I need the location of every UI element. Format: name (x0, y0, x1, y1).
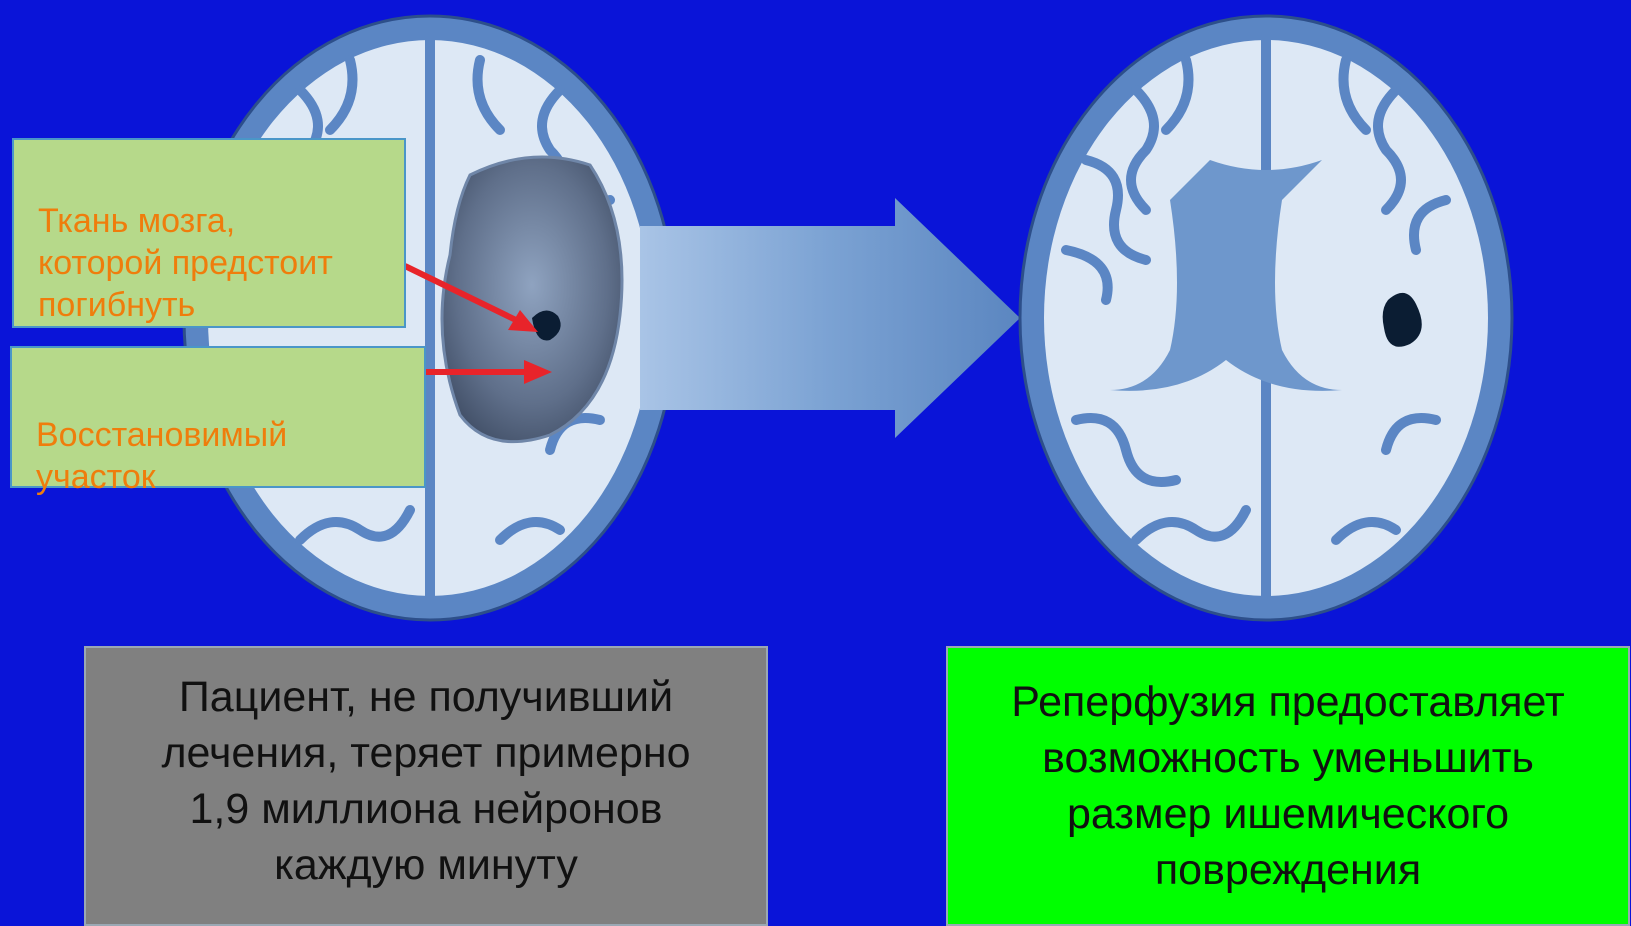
doomed-tissue-text: Ткань мозга, которой предстоит погибнуть (38, 202, 333, 324)
doomed-tissue-label: Ткань мозга, которой предстоит погибнуть (12, 138, 406, 328)
salvageable-text: Восстановимый участок (36, 416, 287, 496)
transition-arrow (640, 198, 1020, 438)
untreated-caption: Пациент, не получивший лечения, теряет п… (84, 646, 768, 926)
untreated-caption-text: Пациент, не получивший лечения, теряет п… (161, 669, 690, 893)
reperfusion-caption: Реперфузия предоставляет возможность уме… (946, 646, 1630, 926)
salvageable-label: Восстановимый участок (10, 346, 426, 488)
brain-reperfused (1020, 16, 1512, 620)
reperfusion-caption-text: Реперфузия предоставляет возможность уме… (1011, 674, 1564, 898)
